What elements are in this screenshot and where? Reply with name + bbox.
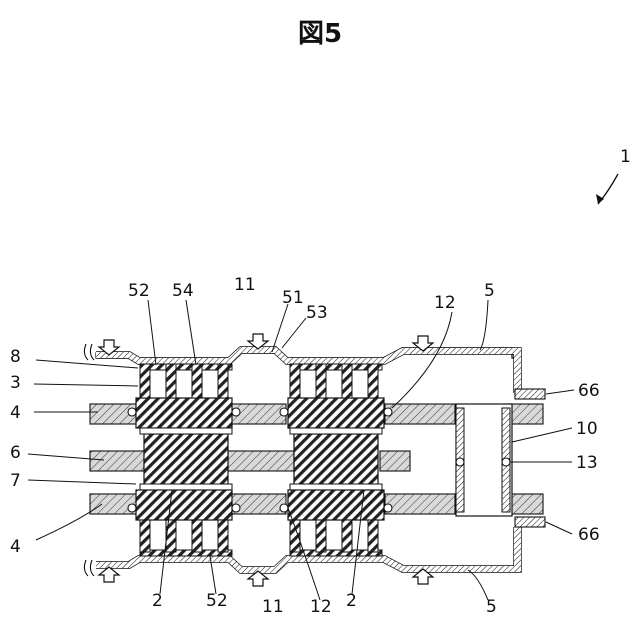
block-2-left (144, 434, 228, 490)
label-4-top: 4 (10, 403, 21, 423)
seal-12-e (128, 504, 136, 512)
rod-6-left (90, 451, 144, 471)
label-66-top: 66 (578, 381, 600, 401)
label-2-left: 2 (152, 591, 163, 611)
label-5-bot: 5 (486, 597, 497, 617)
seal-12-a (128, 408, 136, 416)
label-7: 7 (10, 471, 21, 491)
block-3-lower-mid (288, 490, 384, 520)
label-51: 51 (282, 288, 304, 308)
label-66-bot: 66 (578, 525, 600, 545)
seal-12-c (280, 408, 288, 416)
plate-7-left-top (140, 428, 232, 434)
port-66-top (515, 389, 545, 399)
block-3-upper-mid (288, 398, 384, 428)
seal-13-left (456, 458, 464, 466)
label-10: 10 (576, 419, 598, 439)
label-12-bot: 12 (310, 597, 332, 617)
label-53: 53 (306, 303, 328, 323)
seal-12-h (384, 504, 392, 512)
label-13: 13 (576, 453, 598, 473)
label-2-right: 2 (346, 591, 357, 611)
rod-6-mid (228, 451, 294, 471)
label-6: 6 (10, 443, 21, 463)
block-3-lower-left (136, 490, 232, 520)
bar-4-bot-right (385, 494, 455, 514)
label-device: 1 (620, 147, 631, 167)
plate-7-left-bot (140, 484, 232, 490)
label-54: 54 (172, 281, 194, 301)
label-12-top: 12 (434, 293, 456, 313)
fins-top-left (140, 364, 232, 398)
seal-13-right (502, 458, 510, 466)
inlet-arrow-bottom-left (99, 567, 119, 582)
plate-7-mid-bot (290, 484, 382, 490)
seal-12-g (280, 504, 288, 512)
plate-7-mid-top (290, 428, 382, 434)
bar-4-top-right (385, 404, 455, 424)
fins-bottom-left (140, 520, 232, 556)
label-52-top: 52 (128, 281, 150, 301)
break-mark-bottom (84, 560, 94, 576)
label-5-top: 5 (484, 281, 495, 301)
label-4-bot: 4 (10, 537, 21, 557)
seal-12-b (232, 408, 240, 416)
label-11-bot: 11 (262, 597, 284, 617)
fins-top-mid (290, 364, 382, 398)
label-11-top: 11 (234, 275, 256, 295)
fins-bottom-mid (290, 520, 382, 556)
seal-12-f (232, 504, 240, 512)
label-8: 8 (10, 347, 21, 367)
label-3: 3 (10, 373, 21, 393)
figure-title: 図5 (298, 19, 342, 49)
rod-6-right (380, 451, 410, 471)
seal-12-d (384, 408, 392, 416)
port-66-bottom (515, 517, 545, 527)
block-3-upper-left (136, 398, 232, 428)
label-52-bot: 52 (206, 591, 228, 611)
break-mark-top (84, 344, 94, 360)
block-2-mid (294, 434, 378, 490)
